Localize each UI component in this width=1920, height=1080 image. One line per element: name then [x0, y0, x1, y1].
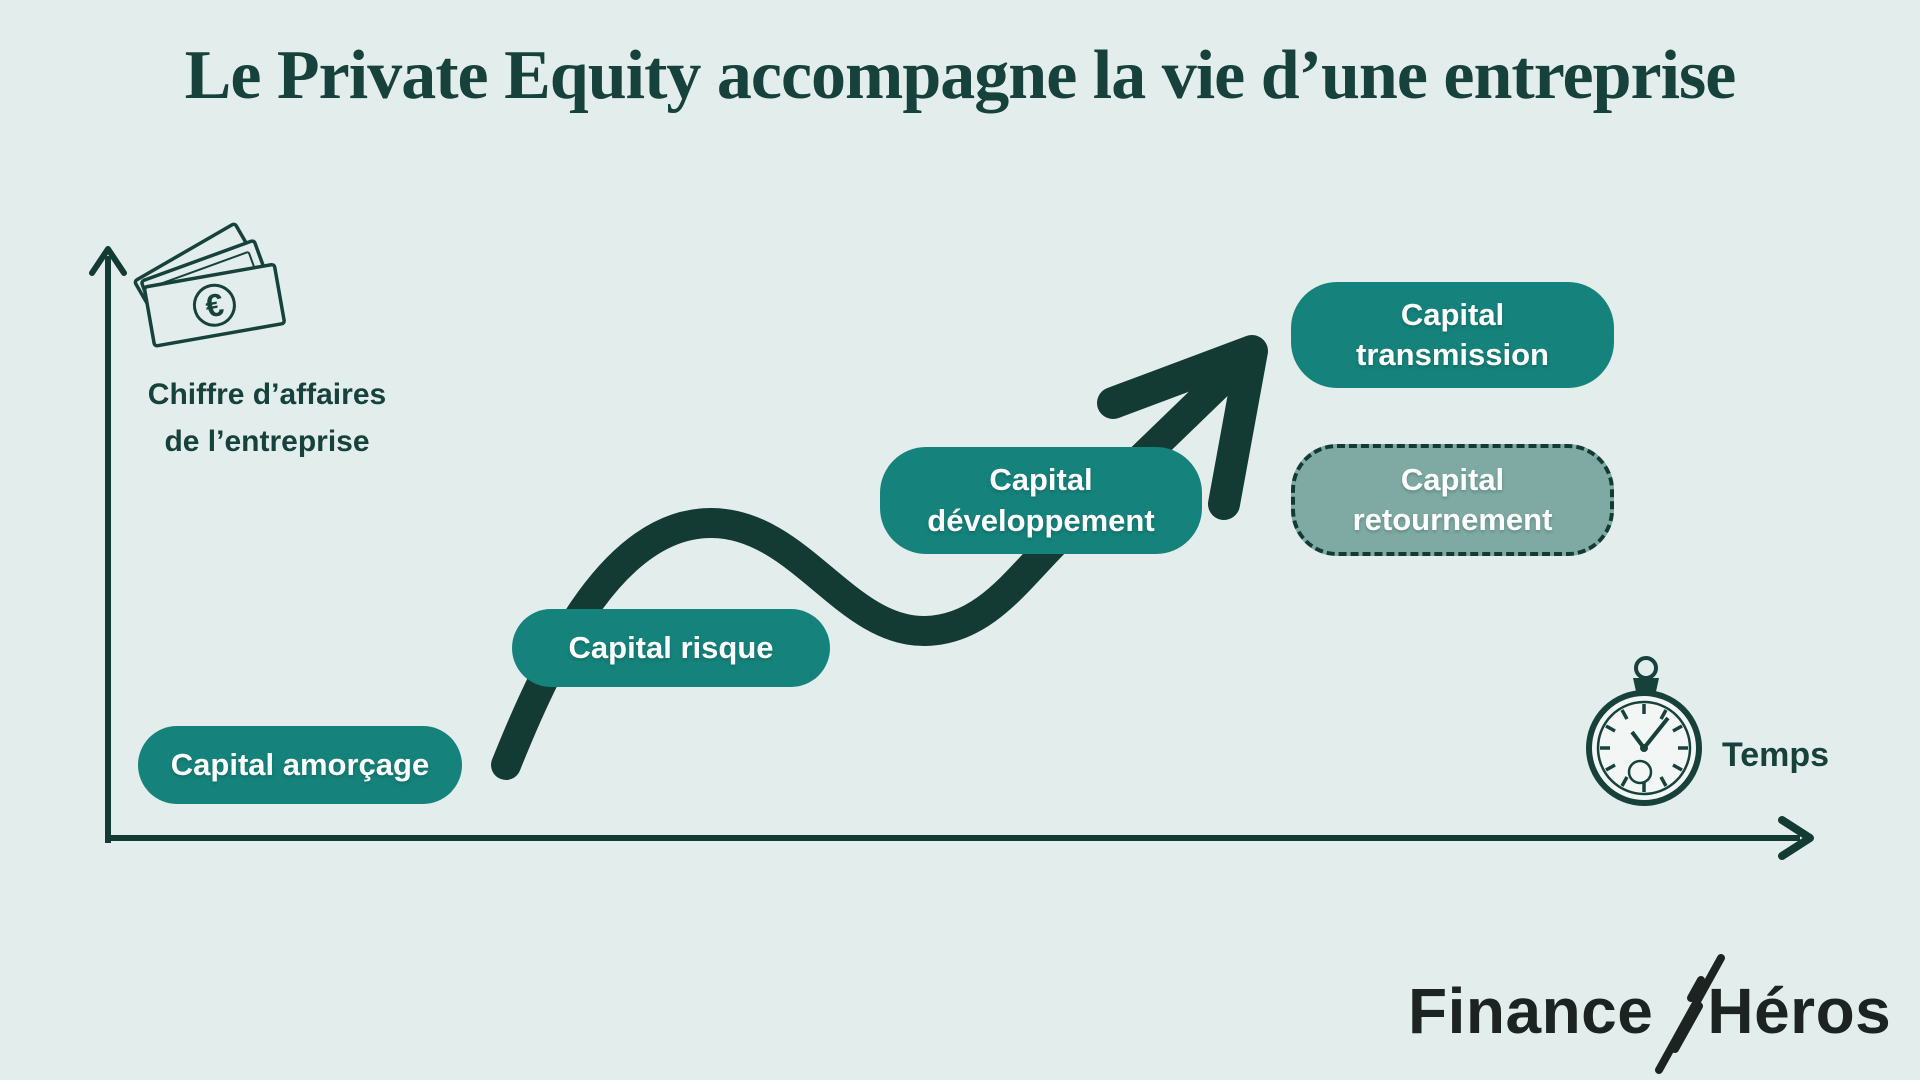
svg-text:€: €: [203, 286, 227, 325]
x-axis-label: Temps: [1722, 736, 1830, 774]
stage-pill-capital-retournement: Capital retournement: [1291, 444, 1614, 556]
y-axis-label: Chiffre d’affaires de l’entreprise: [112, 372, 422, 465]
stage-pill-capital-transmission: Capital transmission: [1291, 282, 1614, 388]
brand-logo: Finance Héros: [1408, 948, 1891, 1074]
stage-pill-capital-amorcage: Capital amorçage: [138, 726, 462, 804]
stage-label: Capital risque: [568, 629, 774, 665]
stage-pill-capital-risque: Capital risque: [512, 609, 830, 687]
stage-label: Capital transmission: [1356, 296, 1549, 372]
logo-slashes-icon: [1655, 954, 1726, 1074]
page-title: Le Private Equity accompagne la vie d’un…: [184, 37, 1737, 114]
y-axis-label-line1: Chiffre d’affaires: [147, 378, 387, 411]
stage-label: Capital développement: [927, 462, 1155, 538]
growth-curve: [491, 351, 1252, 780]
euro-banknotes-icon: €: [133, 222, 286, 348]
y-axis-label-line2: de l’entreprise: [164, 424, 370, 458]
arrowhead: [1097, 335, 1268, 520]
stage-label: Capital retournement: [1352, 461, 1553, 537]
stage-pill-capital-developpement: Capital développement: [880, 447, 1202, 554]
logo-text-finance: Finance: [1408, 975, 1654, 1047]
pocket-watch-icon: [1586, 656, 1702, 806]
x-axis: [105, 816, 1814, 860]
y-axis: [89, 246, 127, 843]
logo-text-heros: Héros: [1707, 975, 1892, 1047]
stage-label: Capital amorçage: [170, 746, 430, 782]
